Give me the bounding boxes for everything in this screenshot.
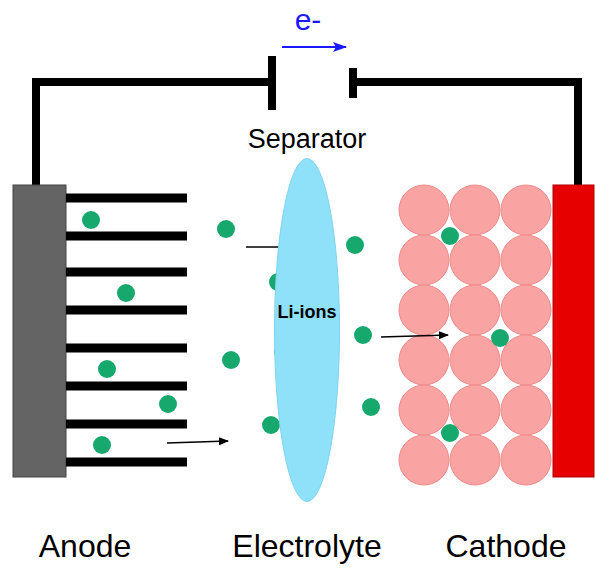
anode-layer (66, 420, 187, 429)
anode-collector (13, 185, 66, 477)
anode-layer (66, 268, 187, 277)
lithium-ion (346, 236, 364, 254)
cell-plate (268, 56, 276, 110)
cathode-particle (501, 335, 551, 385)
lithium-ion (262, 416, 280, 434)
separator-label: Separator (248, 126, 367, 153)
cathode-particle (450, 285, 500, 335)
cathode-particle (501, 185, 551, 235)
cathode-particle (399, 285, 449, 335)
cathode-particle (450, 385, 500, 435)
cathode-particle (450, 185, 500, 235)
cathode-particle (399, 335, 449, 385)
anode-layer (66, 232, 187, 241)
electron-arrow (282, 46, 346, 48)
lithium-ion (222, 351, 240, 369)
cathode-particle (501, 285, 551, 335)
ion-label: Li-ions (278, 303, 337, 321)
lithium-ion (217, 220, 235, 238)
cathode-particle (399, 235, 449, 285)
cathode-particle (501, 435, 551, 485)
anode-layers (66, 194, 187, 467)
anode-layer (66, 306, 187, 315)
separator-ellipse: Li-ions (274, 158, 340, 502)
lithium-ion (117, 284, 135, 302)
cathode-particle (501, 385, 551, 435)
lithium-ion (82, 211, 100, 229)
lithium-ion (441, 424, 459, 442)
lithium-ion (354, 326, 372, 344)
cathode-particle (450, 435, 500, 485)
ellipse-outline (274, 158, 340, 502)
ion-arrow (167, 441, 228, 443)
lithium-ion (362, 398, 380, 416)
electrolyte-label: Electrolyte (232, 530, 381, 562)
cathode-particle (399, 435, 449, 485)
ion-arrow (381, 335, 448, 337)
cathode-collector (553, 185, 594, 477)
electron-label: e- (295, 5, 322, 35)
anode-layer (66, 344, 187, 353)
lithium-ion (98, 360, 116, 378)
cathode-particle (501, 235, 551, 285)
wire (354, 82, 578, 186)
cathode-particle (450, 235, 500, 285)
lithium-ion (441, 227, 459, 245)
cell-plate (349, 68, 357, 98)
lithium-ion (93, 436, 111, 454)
cathode-particle (399, 385, 449, 435)
cathode-particles (399, 185, 551, 485)
lithium-ion (159, 395, 177, 413)
anode-layer (66, 458, 187, 467)
anode-layer (66, 194, 187, 203)
cathode-label: Cathode (446, 530, 567, 562)
cathode-particle (399, 185, 449, 235)
anode-layer (66, 382, 187, 391)
wire (36, 82, 270, 186)
lithium-ion (491, 329, 509, 347)
anode-label: Anode (39, 530, 132, 562)
